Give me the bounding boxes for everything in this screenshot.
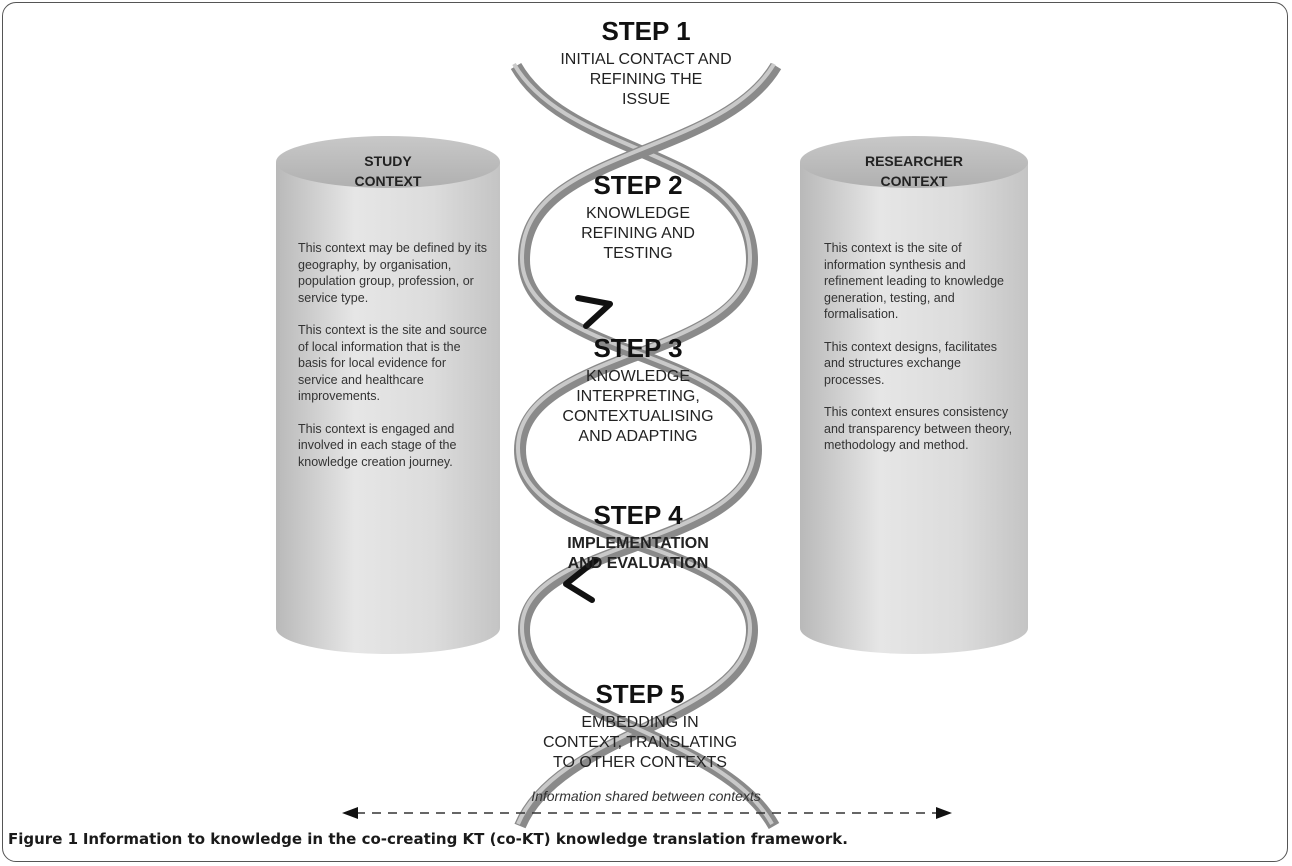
step-3: STEP 3 KNOWLEDGE INTERPRETING, CONTEXTUA… — [562, 333, 713, 445]
researcher-context-paragraph-1: This context is the site of information … — [824, 241, 1004, 321]
step-3-line-4: AND ADAPTING — [578, 428, 697, 445]
step-5: STEP 5 EMBEDDING IN CONTEXT, TRANSLATING… — [543, 679, 737, 771]
researcher-context-paragraph-2: This context designs, facilitates and st… — [824, 339, 997, 387]
study-context-top — [276, 136, 500, 188]
study-context-title-2: CONTEXT — [355, 173, 422, 189]
helix-arrow-left — [563, 557, 599, 603]
shared-info-label: Information shared between contexts — [531, 788, 761, 804]
researcher-context-body-shape — [800, 162, 1028, 654]
step-3-title: STEP 3 — [593, 333, 682, 363]
study-context-title-1: STUDY — [364, 153, 412, 169]
researcher-context-description: This context is the site of information … — [824, 240, 1014, 470]
helix-arrow-right — [575, 295, 613, 329]
step-4-line-2: AND EVALUATION — [568, 555, 709, 572]
arrow-right-head — [936, 807, 952, 819]
researcher-context-top — [800, 136, 1028, 188]
step-2-line-3: TESTING — [603, 245, 672, 262]
step-3-line-2: INTERPRETING, — [576, 388, 700, 405]
study-context-description: This context may be defined by its geogr… — [298, 240, 488, 486]
step-4-line-1: IMPLEMENTATION — [567, 535, 709, 552]
researcher-context-title-2: CONTEXT — [881, 173, 948, 189]
helix — [510, 62, 782, 830]
step-2-line-1: KNOWLEDGE — [586, 205, 690, 222]
researcher-context-cylinder: RESEARCHER CONTEXT — [800, 136, 1028, 654]
shared-info-arrow — [342, 807, 952, 819]
step-5-line-3: TO OTHER CONTEXTS — [553, 754, 727, 771]
step-3-line-1: KNOWLEDGE — [586, 368, 690, 385]
step-2: STEP 2 KNOWLEDGE REFINING AND TESTING — [581, 170, 695, 262]
step-4-title: STEP 4 — [593, 500, 683, 530]
step-1-line-3: ISSUE — [622, 91, 670, 108]
step-1: STEP 1 INITIAL CONTACT AND REFINING THE … — [560, 16, 731, 108]
step-1-title: STEP 1 — [601, 16, 690, 46]
figure-caption: Figure 1 Information to knowledge in the… — [8, 830, 848, 848]
researcher-context-title-1: RESEARCHER — [865, 153, 963, 169]
step-1-line-1: INITIAL CONTACT AND — [560, 51, 731, 68]
study-context-paragraph-2: This context is the site and source of l… — [298, 323, 487, 403]
step-5-line-1: EMBEDDING IN — [581, 714, 698, 731]
helix-strand-b-highlight — [519, 62, 776, 825]
study-context-paragraph-3: This context is engaged and involved in … — [298, 421, 457, 469]
study-context-cylinder: STUDY CONTEXT — [276, 136, 500, 654]
step-4: STEP 4 IMPLEMENTATION AND EVALUATION — [567, 500, 709, 572]
study-context-paragraph-1: This context may be defined by its geogr… — [298, 241, 487, 305]
step-2-line-2: REFINING AND — [581, 225, 695, 242]
researcher-context-paragraph-3: This context ensures consistency and tra… — [824, 405, 1013, 452]
step-5-line-2: CONTEXT, TRANSLATING — [543, 734, 737, 751]
caption-text: Information to knowledge in the co-creat… — [82, 830, 848, 848]
caption-label: Figure 1 — [8, 830, 79, 848]
step-5-title: STEP 5 — [595, 679, 684, 709]
helix-strand-a-highlight — [512, 63, 753, 825]
step-1-line-2: REFINING THE — [590, 71, 703, 88]
arrow-left-head — [342, 807, 358, 819]
study-context-body-shape — [276, 162, 500, 654]
step-2-title: STEP 2 — [593, 170, 682, 200]
step-3-line-3: CONTEXTUALISING — [562, 408, 713, 425]
